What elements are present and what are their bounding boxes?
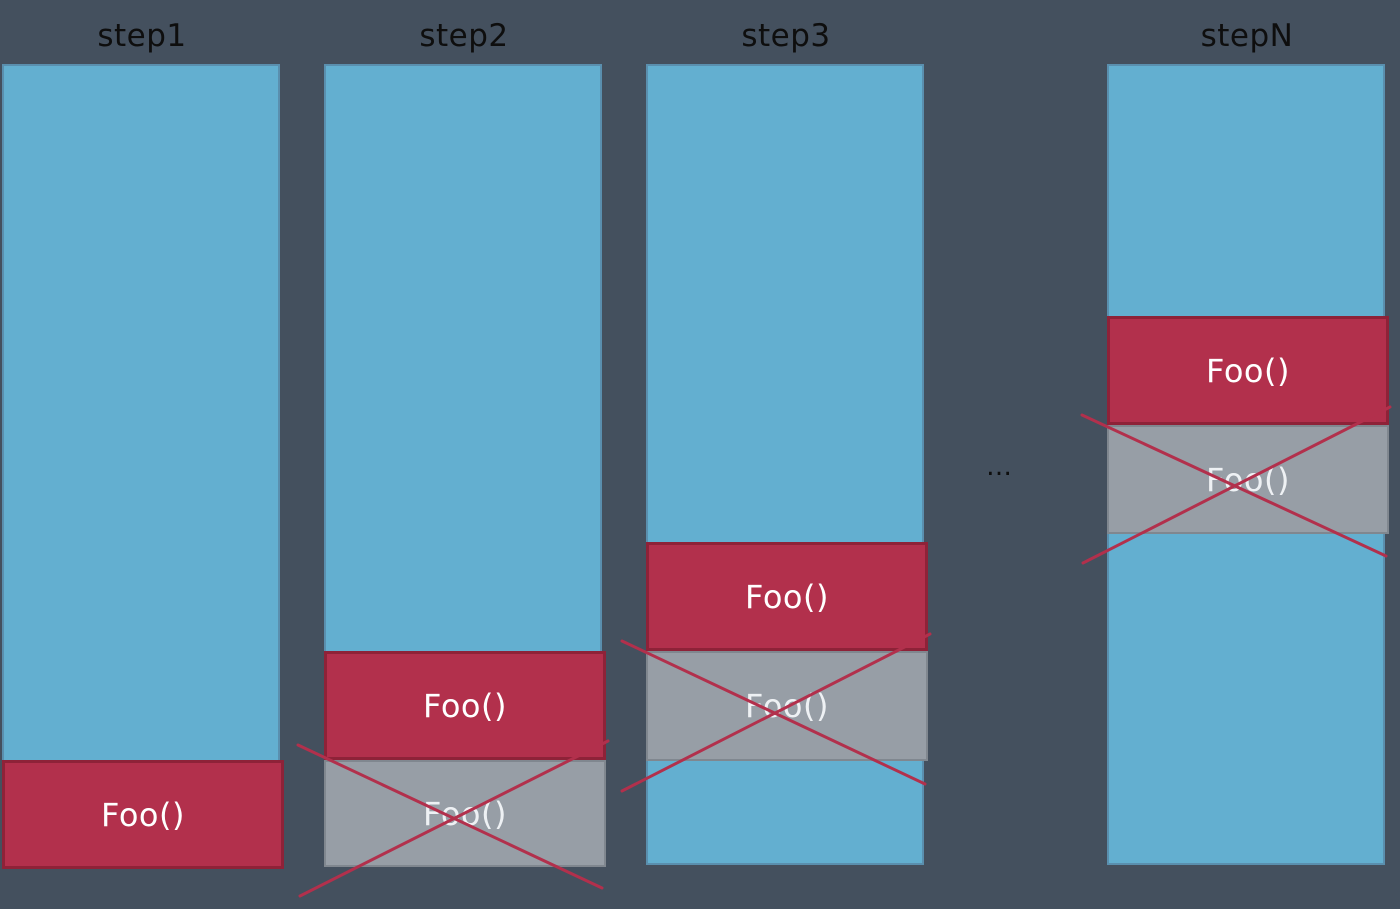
step-3-stack: Foo() Foo() <box>646 64 928 865</box>
step-1-active-frame: Foo() <box>2 760 284 869</box>
step-1-active-frame-label: Foo() <box>101 795 185 834</box>
step-3-title: step3 <box>741 18 831 54</box>
step-n-stack: Foo() Foo() <box>1107 64 1389 865</box>
step-n-active-frame: Foo() <box>1107 316 1389 425</box>
step-2-active-frame-label: Foo() <box>423 686 507 725</box>
step-2-active-frame: Foo() <box>324 651 606 760</box>
step-2-title: step2 <box>419 18 509 54</box>
step-3-active-frame-label: Foo() <box>745 577 829 616</box>
step-3-popped-frame-label: Foo() <box>745 687 829 725</box>
step-n-title: stepN <box>1200 18 1294 54</box>
step-2-popped-frame: Foo() <box>324 760 606 867</box>
ellipsis-separator: … <box>986 452 1014 482</box>
step-3-popped-frame: Foo() <box>646 651 928 761</box>
step-n-active-frame-label: Foo() <box>1206 351 1290 390</box>
step-3-active-frame: Foo() <box>646 542 928 651</box>
step-2-popped-frame-label: Foo() <box>423 794 507 833</box>
step-1-stack: Foo() <box>2 64 284 869</box>
step-n-popped-frame: Foo() <box>1107 425 1389 534</box>
step-1-title: step1 <box>97 18 187 54</box>
step-n-popped-frame-label: Foo() <box>1206 460 1290 499</box>
step-2-stack: Foo() Foo() <box>324 64 606 867</box>
